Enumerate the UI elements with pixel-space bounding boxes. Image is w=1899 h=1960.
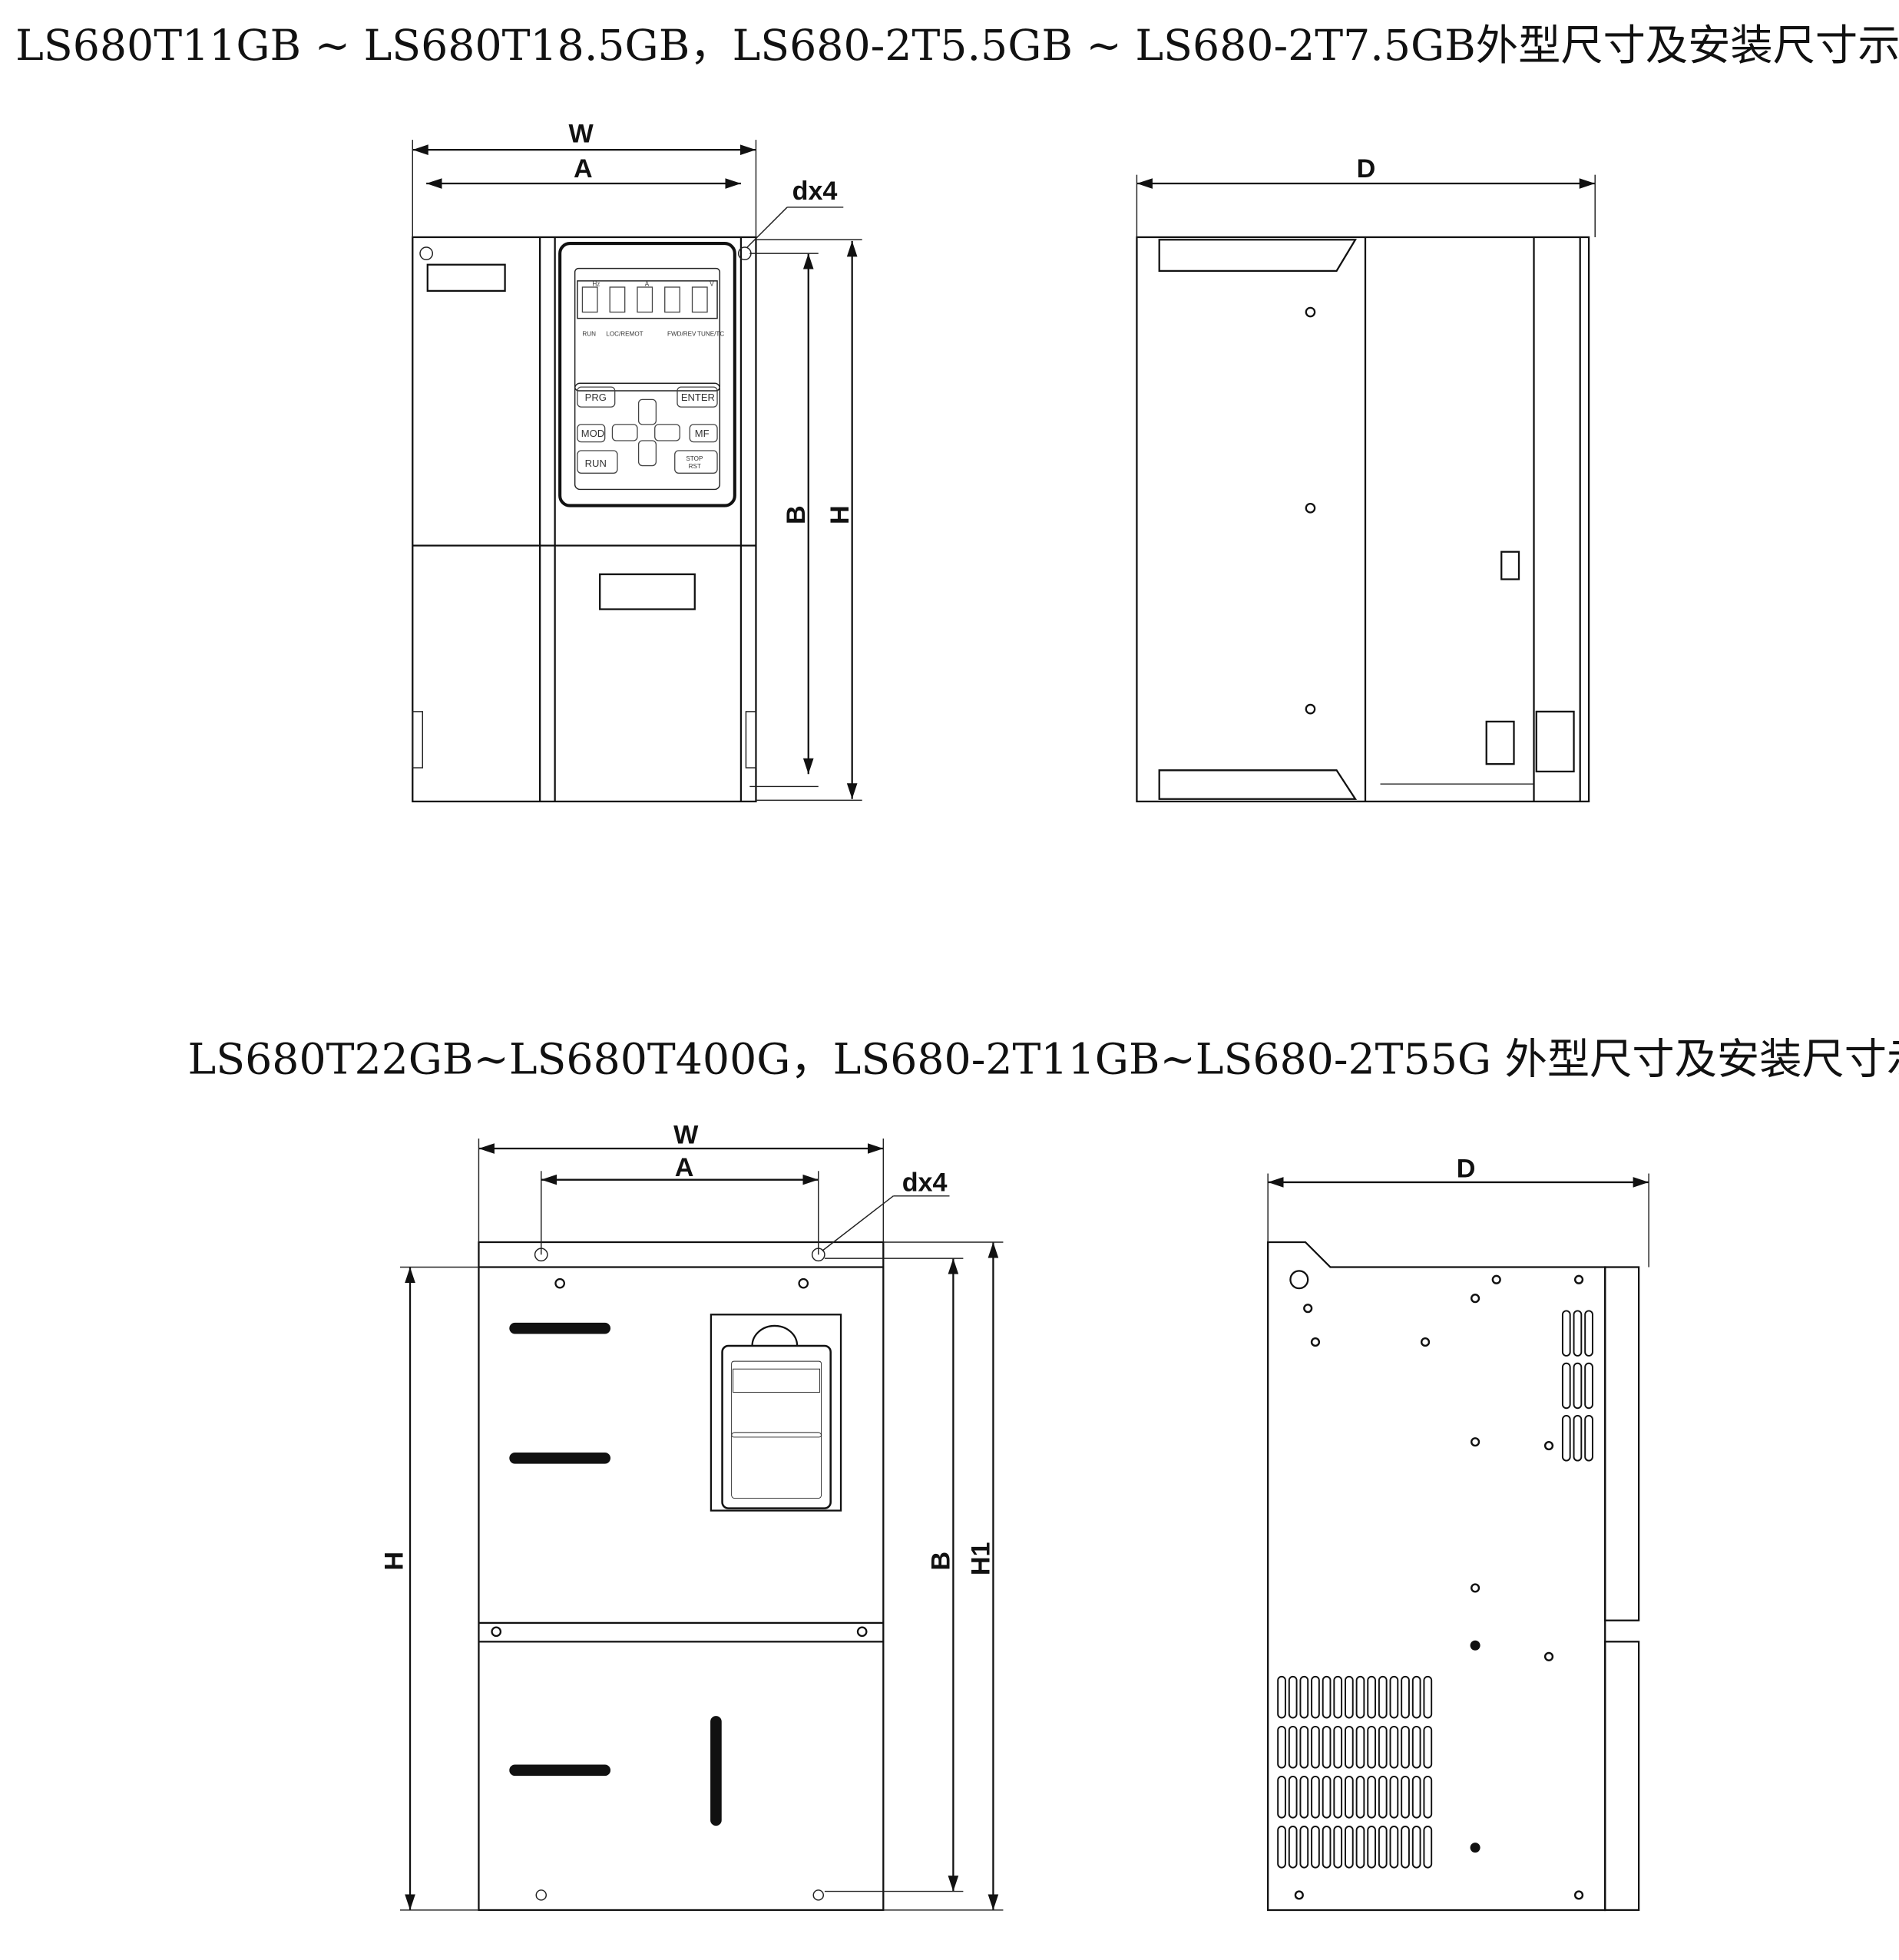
vent-slot xyxy=(1401,1826,1410,1869)
vent-slot xyxy=(1333,1675,1343,1719)
vent-slot xyxy=(1367,1826,1376,1869)
led-run: RUN xyxy=(582,330,596,337)
vent-slot xyxy=(1378,1826,1388,1869)
front-view-large: W A dx4 H B H1 xyxy=(379,1121,1004,1912)
enter-key: ENTER xyxy=(681,392,715,403)
stop-key: STOP xyxy=(686,455,703,462)
vent-slot xyxy=(1322,1826,1332,1869)
dim-b: B xyxy=(782,505,811,524)
dim-h1-large: H1 xyxy=(967,1542,996,1576)
vent-slot xyxy=(1561,1362,1571,1410)
vent-slot xyxy=(1378,1725,1388,1769)
title-top: LS680T11GB ~ LS680T18.5GB，LS680-2T5.5GB … xyxy=(15,21,1899,71)
vent-slot xyxy=(1355,1775,1365,1819)
vent-slot xyxy=(1333,1775,1343,1819)
side-view-small: D xyxy=(1136,154,1596,803)
vent-slot xyxy=(1288,1725,1298,1769)
vent-slot xyxy=(1378,1675,1388,1719)
rst-key: RST xyxy=(689,463,701,470)
vent-slot xyxy=(1411,1675,1421,1719)
vent-slot xyxy=(1333,1826,1343,1869)
vent-slot xyxy=(1299,1675,1309,1719)
title-bottom: LS680T22GB~LS680T400G，LS680-2T11GB~LS680… xyxy=(188,1035,1899,1084)
vent-slot xyxy=(1322,1775,1332,1819)
vent-slot xyxy=(1355,1826,1365,1869)
vent-slot xyxy=(1584,1310,1593,1357)
vent-slot xyxy=(1389,1675,1399,1719)
run-key: RUN xyxy=(585,458,607,469)
vent-slot xyxy=(1389,1725,1399,1769)
vent-slot xyxy=(1355,1675,1365,1719)
vent-slot xyxy=(1389,1826,1399,1869)
vent-slot xyxy=(1423,1725,1433,1769)
prg-key: PRG xyxy=(585,392,607,403)
unit-a: A xyxy=(645,280,650,287)
dim-hole: dx4 xyxy=(792,177,838,206)
vent-slot xyxy=(1584,1415,1593,1462)
vent-slot xyxy=(1288,1775,1298,1819)
vent-slot xyxy=(1389,1775,1399,1819)
mf-key: MF xyxy=(695,428,710,439)
vent-slot xyxy=(1277,1775,1286,1819)
vent-slot xyxy=(1355,1725,1365,1769)
vent-slot xyxy=(1573,1310,1583,1357)
vent-slot xyxy=(1367,1725,1376,1769)
vent-slot xyxy=(1333,1725,1343,1769)
vent-slot xyxy=(1345,1826,1354,1869)
vent-slot xyxy=(1411,1826,1421,1869)
vent-slot xyxy=(1423,1675,1433,1719)
dim-a-large: A xyxy=(675,1153,694,1182)
led-tune: TUNE/TC xyxy=(697,330,724,337)
vent-slot xyxy=(1277,1725,1286,1769)
vent-slot xyxy=(1322,1675,1332,1719)
vent-slot xyxy=(1345,1775,1354,1819)
mod-key: MOD xyxy=(581,428,604,439)
dim-w-large: W xyxy=(673,1121,699,1150)
dim-w: W xyxy=(569,119,594,148)
vent-slot xyxy=(1322,1725,1332,1769)
vent-slot xyxy=(1311,1775,1320,1819)
vent-slot xyxy=(1277,1826,1286,1869)
side-view-large: D xyxy=(1267,1154,1649,1912)
front-view-small: Hz A V RUN LOC/REMOT FWD/REV TUNE/TC PRG… xyxy=(412,119,862,803)
vent-slot xyxy=(1401,1725,1410,1769)
vent-slot xyxy=(1277,1675,1286,1719)
vent-slot xyxy=(1299,1775,1309,1819)
vent-slot xyxy=(1367,1675,1376,1719)
vent-slot xyxy=(1561,1415,1571,1462)
unit-v: V xyxy=(710,280,714,287)
vent-slot xyxy=(1299,1725,1309,1769)
dim-h: H xyxy=(825,505,855,524)
vent-slot xyxy=(1584,1362,1593,1410)
vent-slot xyxy=(1423,1826,1433,1869)
vent-slot xyxy=(1299,1826,1309,1869)
vent-slot xyxy=(1345,1675,1354,1719)
vent-slot xyxy=(1423,1775,1433,1819)
vent-slot xyxy=(1573,1362,1583,1410)
dim-d: D xyxy=(1357,154,1376,183)
keypad-panel: Hz A V RUN LOC/REMOT FWD/REV TUNE/TC PRG… xyxy=(560,243,735,505)
unit-hz: Hz xyxy=(592,280,600,287)
dim-h-large: H xyxy=(379,1552,409,1571)
led-local: LOC/REMOT xyxy=(606,330,643,337)
dim-b-large: B xyxy=(927,1552,956,1571)
vent-slot xyxy=(1401,1775,1410,1819)
vent-slot xyxy=(1311,1675,1320,1719)
vent-slot xyxy=(1288,1675,1298,1719)
vent-slot xyxy=(1311,1826,1320,1869)
vent-slot xyxy=(1288,1826,1298,1869)
vent-slot xyxy=(1561,1310,1571,1357)
vent-slot xyxy=(1311,1725,1320,1769)
vent-slot xyxy=(1573,1415,1583,1462)
vent-slot xyxy=(1401,1675,1410,1719)
dim-hole-large: dx4 xyxy=(902,1168,948,1197)
vent-slot xyxy=(1411,1725,1421,1769)
led-fwd: FWD/REV xyxy=(667,330,696,337)
vent-slot xyxy=(1378,1775,1388,1819)
vent-slot xyxy=(1411,1775,1421,1819)
vent-slot xyxy=(1367,1775,1376,1819)
dim-d-large: D xyxy=(1457,1154,1476,1183)
vent-slot xyxy=(1345,1725,1354,1769)
dim-a: A xyxy=(574,154,593,183)
